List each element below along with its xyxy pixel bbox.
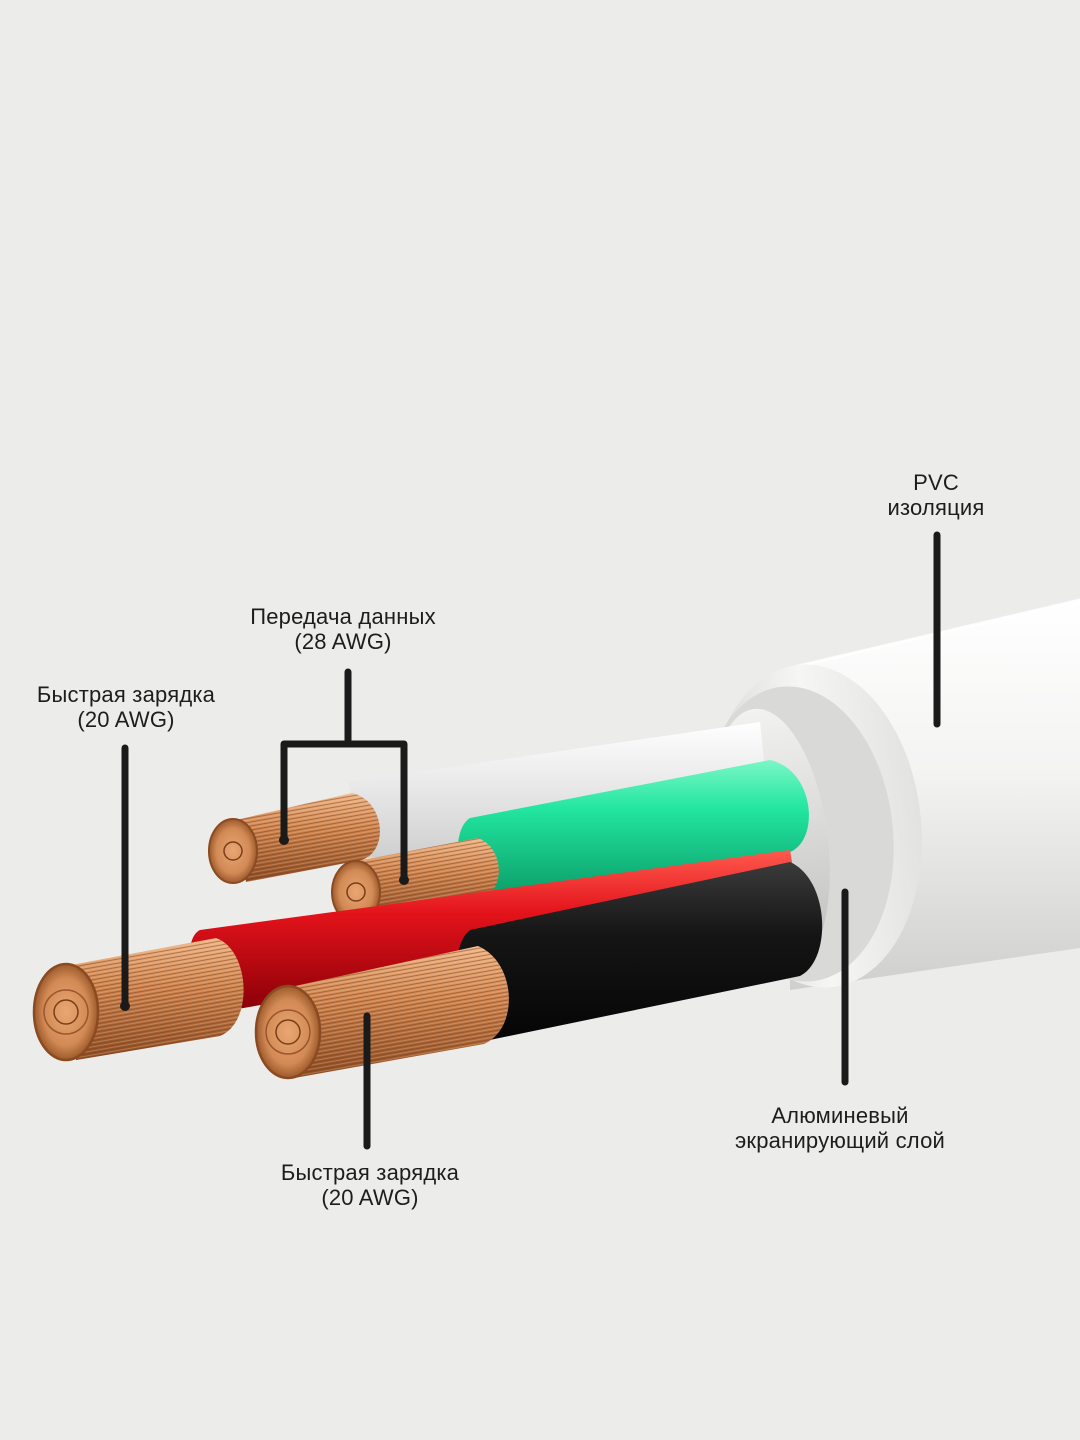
leader-dot-fast-left <box>120 1001 130 1011</box>
copper-core-fast-bottom <box>254 946 509 1080</box>
copper-core-fast-left <box>32 938 244 1062</box>
label-fast-left-line2: (20 AWG) <box>77 707 175 732</box>
label-aluminum-shield: Алюминевый экранирующий слой <box>704 1103 976 1153</box>
label-data-line2: (28 AWG) <box>294 629 392 654</box>
label-data-transfer: Передача данных (28 AWG) <box>218 604 468 654</box>
leader-dot-data-lower <box>399 875 409 885</box>
leader-dots <box>120 835 409 1011</box>
label-fast-charge-bottom: Быстрая зарядка (20 AWG) <box>252 1160 488 1210</box>
leader-dot-data-upper <box>279 835 289 845</box>
label-pvc-line2: изоляция <box>887 495 985 520</box>
label-data-line1: Передача данных <box>250 604 436 629</box>
label-fast-charge-left: Быстрая зарядка (20 AWG) <box>8 682 244 732</box>
black-wire <box>455 862 823 1042</box>
green-wire <box>457 760 809 900</box>
label-fast-bottom-line2: (20 AWG) <box>321 1185 419 1210</box>
label-pvc-line1: PVC <box>913 470 959 495</box>
leader-lines <box>121 531 941 1150</box>
label-fast-left-line1: Быстрая зарядка <box>36 682 216 707</box>
label-alu-line2: экранирующий слой <box>734 1128 946 1153</box>
label-alu-line1: Алюминевый <box>771 1103 909 1128</box>
copper-core-data-lower <box>331 838 499 924</box>
leader-data-bracket <box>280 668 408 882</box>
copper-core-data-upper <box>208 793 380 884</box>
label-pvc-insulation: PVC изоляция <box>834 470 1038 520</box>
label-fast-bottom-line1: Быстрая зарядка <box>280 1160 460 1185</box>
